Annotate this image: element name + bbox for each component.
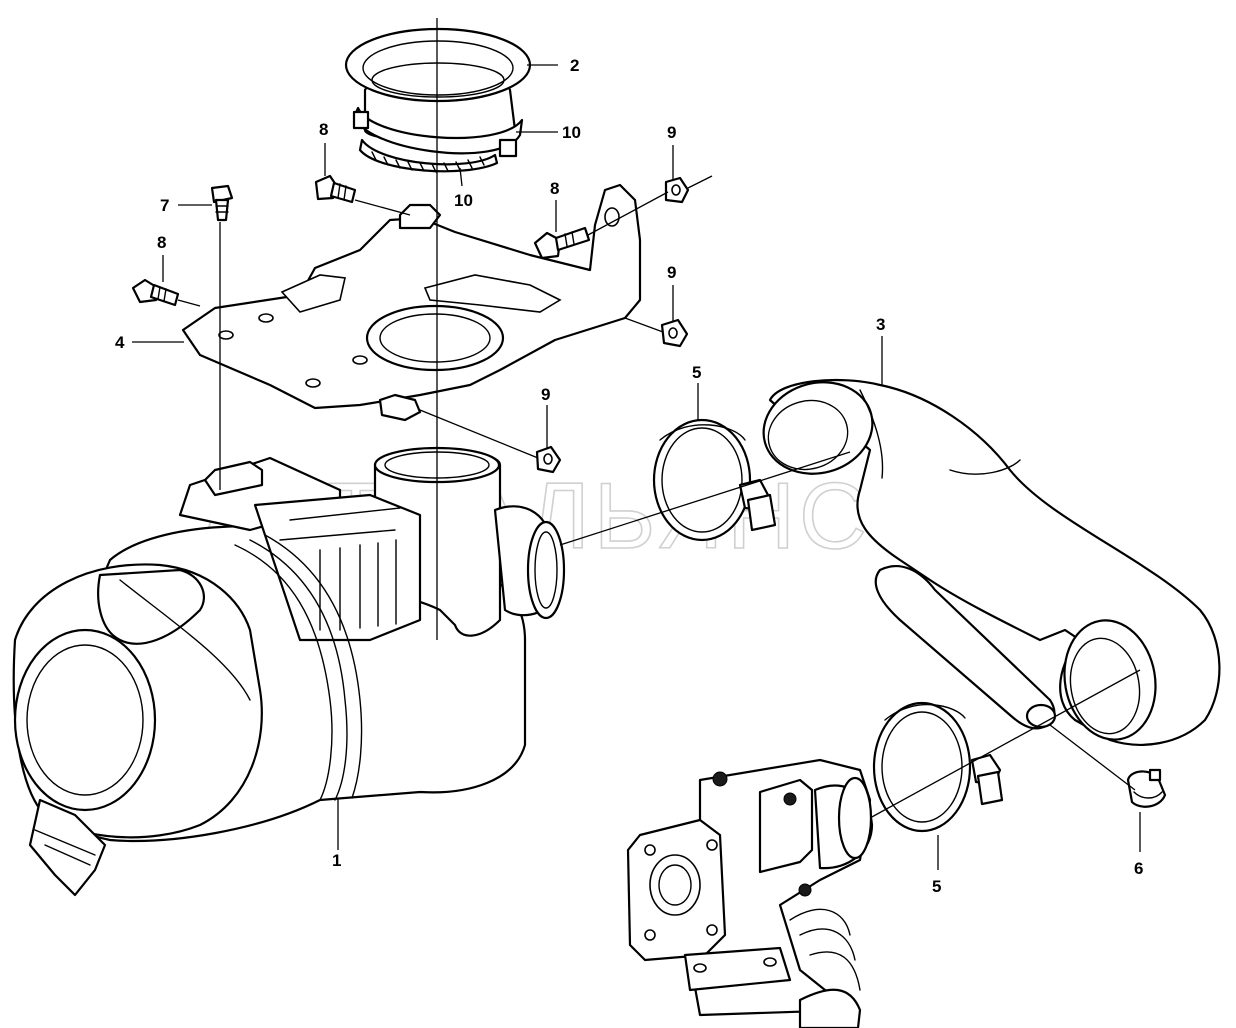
callout-10-band: 10 bbox=[454, 191, 473, 210]
callout-9-lower: 9 bbox=[541, 385, 550, 404]
callout-leaders bbox=[132, 64, 1141, 870]
callout-10-clamp: 10 bbox=[562, 123, 581, 142]
callout-6: 6 bbox=[1134, 859, 1143, 878]
callout-8-right: 8 bbox=[550, 179, 559, 198]
assembly-lines bbox=[177, 18, 1141, 819]
hose-clamp-lower-part bbox=[872, 701, 1004, 833]
callout-7: 7 bbox=[160, 196, 169, 215]
callout-9-top: 9 bbox=[667, 123, 676, 142]
nut-9-middle bbox=[660, 318, 689, 348]
nut-9-top bbox=[664, 176, 690, 204]
small-hose-clip-part bbox=[1126, 768, 1167, 808]
intake-hose-elbow-part bbox=[762, 378, 1221, 746]
mounting-plate-part bbox=[181, 183, 642, 422]
air-filter-housing-part bbox=[12, 446, 566, 897]
callout-8-left: 8 bbox=[157, 233, 166, 252]
callout-2: 2 bbox=[570, 56, 579, 75]
callout-5-upper: 5 bbox=[692, 363, 701, 382]
bolt-8-right bbox=[533, 226, 591, 260]
bolt-7 bbox=[210, 184, 234, 222]
nut-9-lower bbox=[535, 445, 562, 474]
bolt-8-top bbox=[314, 174, 357, 204]
turbocharger-part bbox=[626, 758, 874, 1028]
callout-3: 3 bbox=[876, 315, 885, 334]
bolt-8-left bbox=[131, 278, 180, 307]
hose-clamp-upper-part bbox=[652, 418, 777, 542]
callout-5-lower: 5 bbox=[932, 877, 941, 896]
hose-clamp-top-part bbox=[352, 106, 524, 173]
callout-9-middle: 9 bbox=[667, 263, 676, 282]
callout-8-top: 8 bbox=[319, 120, 328, 139]
callout-1: 1 bbox=[332, 851, 341, 870]
callout-4: 4 bbox=[115, 333, 125, 352]
